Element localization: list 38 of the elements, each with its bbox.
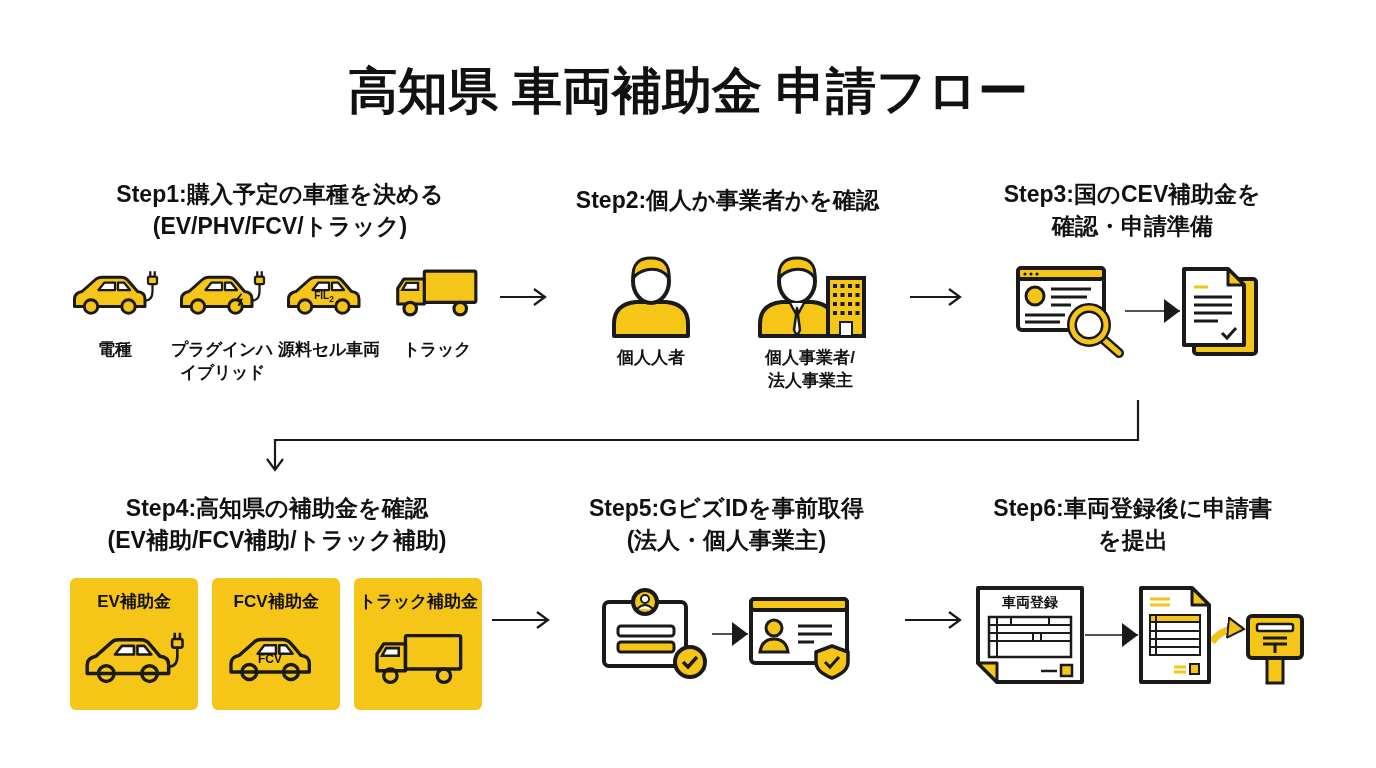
step-heading: Step5:GビズIDを事前取得 [588, 494, 865, 523]
subsidy-card [70, 578, 198, 710]
item-label: 源料セル車両 [277, 339, 381, 361]
step-subheading: (EV補助/FCV補助/トラック補助) [107, 526, 447, 555]
arrow [500, 287, 547, 307]
arrow [265, 400, 1140, 472]
document-stack-icon [1180, 265, 1260, 357]
car-marking: FIL$_{2}$ [313, 291, 335, 304]
item-label: 電種 [97, 339, 133, 361]
triangle-arrow [1084, 623, 1139, 647]
form-title: 車両登録 [1001, 593, 1059, 611]
subsidy-card [354, 578, 482, 710]
arrow [910, 287, 962, 307]
triangle-arrow [1124, 299, 1181, 323]
card-title: EV補助金 [96, 591, 172, 613]
item-label: プラグインハイブリッド [170, 339, 274, 384]
arrow [905, 610, 962, 630]
step-heading: Step3:国のCEV補助金を確認・申請準備 [1002, 180, 1263, 241]
subsidy-card [212, 578, 340, 710]
postbox-icon [1245, 613, 1305, 685]
curved-arrow [1209, 617, 1245, 645]
item-label: トラック [402, 339, 472, 361]
document-icon [1138, 585, 1212, 685]
step-subheading: (EV/PHV/FCV/トラック) [152, 212, 408, 241]
step-heading: Step6:車両登録後に申請書を提出 [992, 494, 1273, 555]
card-title: トラック補助金 [357, 591, 479, 613]
step-subheading: (法人・個人事業主) [626, 526, 827, 555]
step-heading: Step1:購入予定の車種を決める [116, 180, 444, 209]
car-marking: FCV [257, 653, 283, 666]
step-heading: Step2:個人か事業者かを確認 [575, 186, 880, 215]
arrow [492, 610, 550, 630]
step-heading: Step4:高知県の補助金を確認 [125, 494, 429, 523]
item-label: 個人人者 [616, 347, 686, 369]
card-title: FCV補助金 [232, 591, 320, 613]
browser-search-icon [1015, 265, 1125, 357]
triangle-arrow [711, 622, 749, 646]
item-label: 個人事業者/法人事業主 [764, 347, 856, 392]
title: 高知県 車両補助金 申請フロー [347, 62, 1029, 121]
